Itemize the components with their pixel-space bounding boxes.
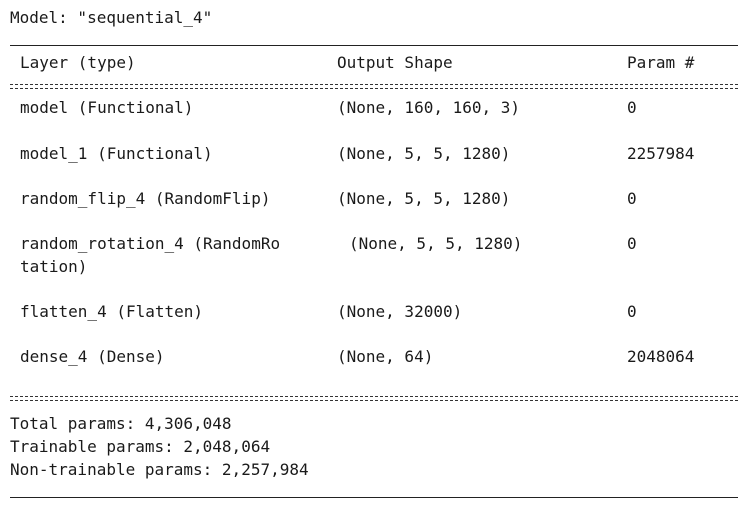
layer-param-count: 0	[627, 189, 637, 208]
layer-param-count: 0	[627, 302, 637, 321]
layer-name: random_flip_4 (RandomFlip)	[20, 189, 271, 208]
layer-name: flatten_4 (Flatten)	[20, 302, 204, 321]
layer-name: dense_4 (Dense)	[20, 347, 165, 366]
layer-output-shape: (None, 5, 5, 1280)	[337, 144, 511, 163]
layer-name: model (Functional)	[20, 98, 194, 117]
layer-name: random_rotation_4 (RandomRo	[20, 234, 281, 253]
layer-output-shape: (None, 5, 5, 1280)	[349, 234, 523, 253]
layer-output-shape: (None, 32000)	[337, 302, 463, 321]
layer-output-shape: (None, 5, 5, 1280)	[337, 189, 511, 208]
layer-param-count: 0	[627, 234, 637, 253]
bottom-rule	[10, 497, 738, 498]
layer-output-shape: (None, 64)	[337, 347, 434, 366]
layer-name-continuation: tation)	[20, 257, 88, 276]
model-title: Model: "sequential_4"	[10, 8, 213, 27]
layer-output-shape: (None, 160, 160, 3)	[337, 98, 521, 117]
total-params: Total params: 4,306,048	[10, 414, 232, 433]
trainable-params: Trainable params: 2,048,064	[10, 437, 271, 456]
layer-param-count: 2048064	[627, 347, 695, 366]
non-trainable-params: Non-trainable params: 2,257,984	[10, 460, 309, 479]
header-layer-type: Layer (type)	[20, 53, 136, 72]
header-param-count: Param #	[627, 53, 695, 72]
layer-name: model_1 (Functional)	[20, 144, 213, 163]
layer-param-count: 0	[627, 98, 637, 117]
footer-double-rule	[10, 395, 738, 403]
header-output-shape: Output Shape	[337, 53, 453, 72]
layer-param-count: 2257984	[627, 144, 695, 163]
header-double-rule	[10, 83, 738, 91]
top-rule	[10, 45, 738, 46]
